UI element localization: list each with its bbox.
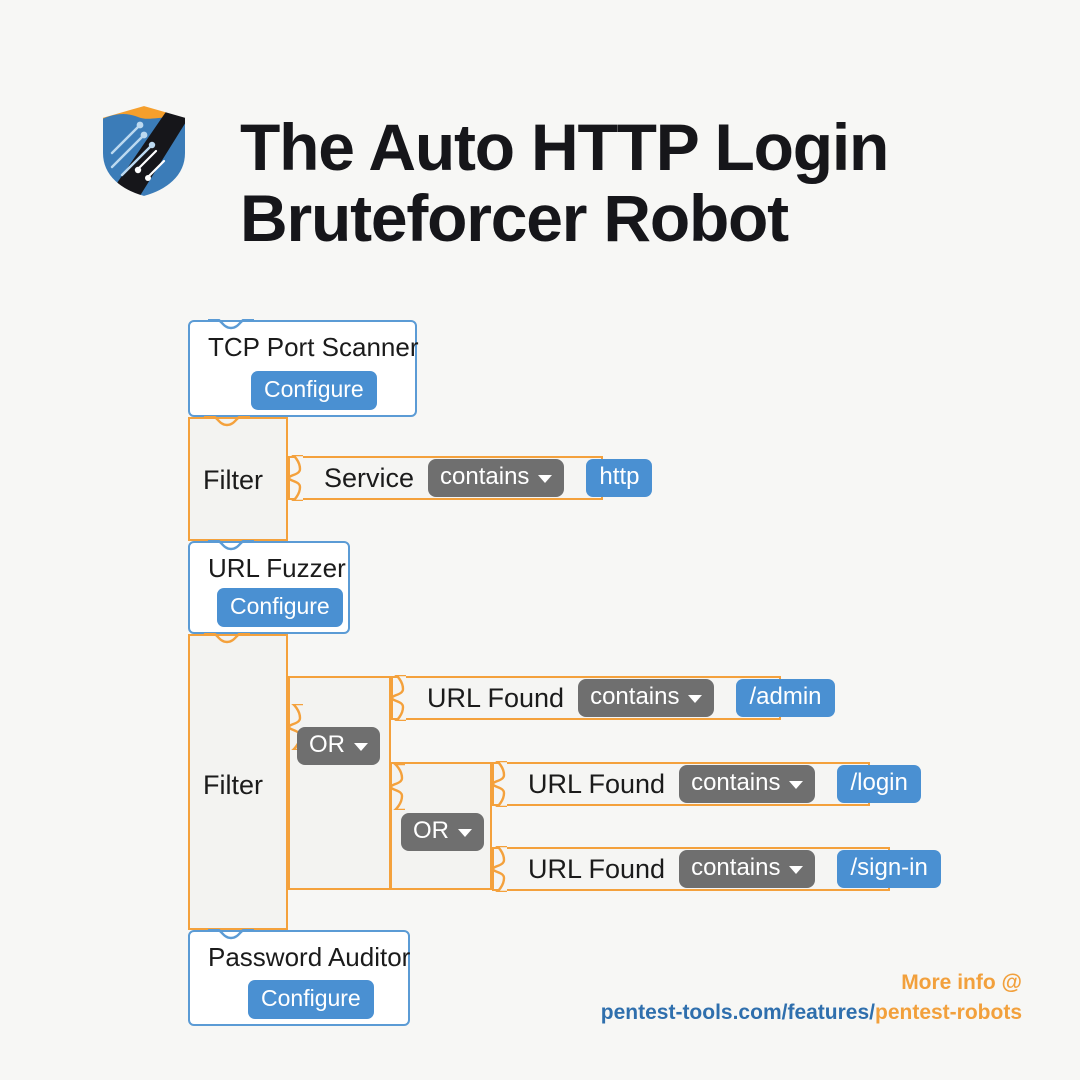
condition-value[interactable]: /sign-in <box>837 850 941 888</box>
operator-label: contains <box>440 463 530 490</box>
configure-button[interactable]: Configure <box>217 588 343 627</box>
condition-row-service[interactable]: Service contains http <box>287 455 653 501</box>
tool-name: TCP Port Scanner <box>208 332 419 362</box>
chevron-down-icon <box>688 694 703 703</box>
block-top-notch-icon <box>208 319 254 330</box>
condition-value[interactable]: /login <box>837 765 921 803</box>
block-top-notch-icon <box>208 929 254 940</box>
tool-block-tcp-port-scanner[interactable]: TCP Port Scanner Configure <box>188 319 419 417</box>
filter-label: Filter <box>203 465 263 495</box>
operator-label: contains <box>590 683 680 710</box>
chevron-down-icon <box>458 828 472 837</box>
puzzle-tab-icon <box>491 846 507 892</box>
tool-block-password-auditor[interactable]: Password Auditor Configure <box>188 929 411 1026</box>
condition-field: Service <box>324 462 415 493</box>
title-line-2: Bruteforcer Robot <box>240 181 789 256</box>
filter-block-url-found[interactable] <box>188 633 288 930</box>
operator-dropdown[interactable]: contains <box>679 765 816 803</box>
condition-row-login[interactable]: URL Found contains /login <box>491 761 921 807</box>
chevron-down-icon <box>354 742 368 751</box>
operator-dropdown[interactable]: contains <box>428 459 565 497</box>
condition-field: URL Found <box>528 853 666 884</box>
condition-row-admin[interactable]: URL Found contains /admin <box>390 675 835 721</box>
logic-operator-dropdown-inner[interactable]: OR <box>401 813 484 851</box>
footer-url-suffix: pentest-robots <box>875 1000 1022 1024</box>
footer: More info @ pentest-tools.com/features/p… <box>601 968 1022 1028</box>
filter-label: Filter <box>203 770 263 800</box>
configure-button[interactable]: Configure <box>251 371 377 410</box>
configure-button[interactable]: Configure <box>248 980 374 1019</box>
tool-block-url-fuzzer[interactable]: URL Fuzzer Configure <box>188 540 350 634</box>
puzzle-tab-icon <box>287 455 303 501</box>
chevron-down-icon <box>789 780 804 789</box>
operator-label: contains <box>691 854 781 881</box>
block-top-notch-icon <box>204 633 250 644</box>
condition-row-sign-in[interactable]: URL Found contains /sign-in <box>491 846 941 892</box>
condition-value[interactable]: http <box>586 459 653 497</box>
tool-name: Password Auditor <box>208 942 411 972</box>
title-line-1: The Auto HTTP Login <box>240 110 889 184</box>
shield-logo-icon <box>98 101 190 199</box>
operator-dropdown[interactable]: contains <box>578 679 715 717</box>
block-top-notch-icon <box>208 540 254 551</box>
more-info-label: More info @ <box>901 971 1022 994</box>
logic-operator-dropdown-outer[interactable]: OR <box>297 727 380 765</box>
chevron-down-icon <box>538 474 553 483</box>
puzzle-tab-icon <box>390 675 406 721</box>
operator-label: contains <box>691 769 781 796</box>
operator-dropdown[interactable]: contains <box>679 850 816 888</box>
puzzle-tab-icon <box>389 764 405 810</box>
condition-group-outer[interactable] <box>287 676 391 890</box>
logic-operator-label: OR <box>309 731 345 758</box>
block-top-notch-icon <box>204 416 250 427</box>
chevron-down-icon <box>789 865 804 874</box>
tool-name: URL Fuzzer <box>208 553 346 583</box>
footer-url[interactable]: pentest-tools.com/features/pentest-robot… <box>601 998 1022 1028</box>
condition-field: URL Found <box>528 768 666 799</box>
page-title: The Auto HTTP Login Bruteforcer Robot <box>240 110 960 256</box>
condition-value[interactable]: /admin <box>736 679 835 717</box>
puzzle-tab-icon <box>491 761 507 807</box>
condition-field: URL Found <box>427 682 565 713</box>
footer-url-prefix: pentest-tools.com/features/ <box>600 1000 875 1024</box>
logic-operator-label: OR <box>413 817 449 844</box>
